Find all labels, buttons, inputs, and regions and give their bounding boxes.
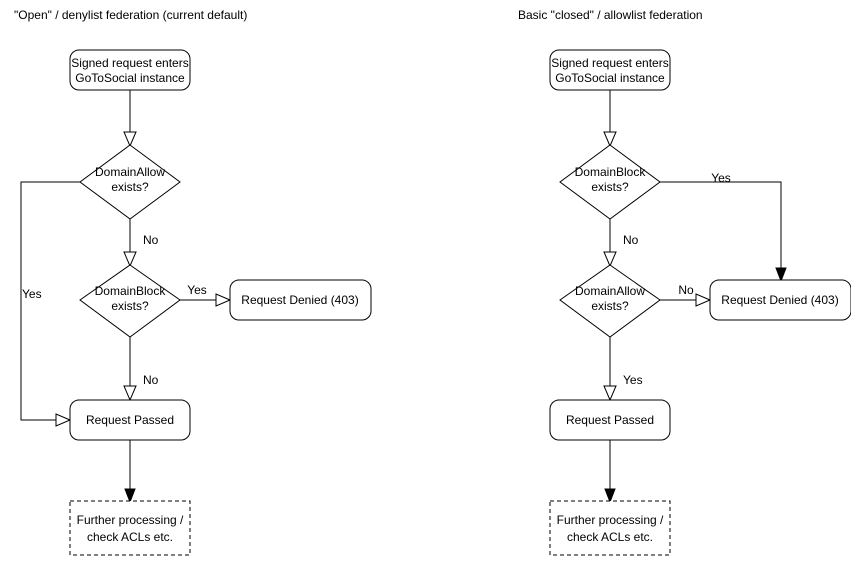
arrowhead-open	[215, 293, 232, 307]
node-domain-allow-closed: DomainAllow exists?	[559, 264, 661, 338]
edge-label-no: No	[143, 233, 159, 247]
edge-domain-block-no-to-domain-allow: No	[603, 219, 639, 268]
arrowhead-open	[55, 413, 72, 427]
passed-box-label: Request Passed	[566, 413, 654, 427]
further-box-label-line1: Further processing /	[557, 513, 664, 527]
entry-box-label-line1: Signed request enters	[551, 56, 668, 70]
domain-block-label-line1: DomainBlock	[575, 165, 647, 179]
node-denied-closed: Request Denied (403)	[709, 279, 851, 321]
node-domain-block-closed: DomainBlock exists?	[559, 144, 661, 220]
arrowhead-open	[123, 131, 137, 148]
domain-allow-label-line1: DomainAllow	[95, 165, 165, 179]
node-entry-open: Signed request enters GoToSocial instanc…	[69, 49, 191, 91]
denied-box-shape	[229, 279, 372, 321]
arrowhead-open	[123, 251, 137, 268]
node-further-open: Further processing / check ACLs etc.	[69, 500, 191, 556]
arrowhead-open	[695, 293, 712, 307]
domain-allow-label-line1: DomainAllow	[575, 284, 645, 298]
node-passed-open: Request Passed	[69, 399, 191, 441]
further-box-label-line1: Further processing /	[77, 513, 184, 527]
panel-closed-federation: Basic "closed" / allowlist federation Si…	[518, 8, 851, 556]
arrowhead-filled	[124, 488, 136, 504]
edge-entry-to-domain-allow	[123, 90, 137, 148]
edge-label-yes: Yes	[623, 373, 643, 387]
edge-domain-allow-yes-to-passed: Yes	[603, 337, 643, 402]
edge-domain-allow-yes-to-passed: Yes	[20, 181, 80, 427]
edge-line	[20, 181, 80, 421]
node-denied-open: Request Denied (403)	[229, 279, 372, 321]
node-passed-closed: Request Passed	[549, 399, 671, 441]
edge-label-no: No	[678, 283, 694, 297]
further-box-shape	[69, 500, 191, 556]
edge-domain-allow-no-to-domain-block: No	[123, 219, 159, 268]
panel-open-federation: "Open" / denylist federation (current de…	[14, 8, 372, 556]
arrowhead-filled	[604, 488, 616, 504]
entry-box-label-line2: GoToSocial instance	[75, 71, 185, 85]
edge-label-yes: Yes	[187, 283, 207, 297]
arrowhead-open	[603, 385, 617, 402]
passed-box-label: Request Passed	[86, 413, 174, 427]
edge-domain-block-yes-to-denied: Yes	[660, 171, 787, 283]
edge-domain-block-no-to-passed: No	[123, 337, 159, 402]
arrowhead-open	[603, 131, 617, 148]
edge-domain-block-yes-to-denied: Yes	[180, 283, 232, 307]
arrowhead-open	[603, 251, 617, 268]
edge-label-no: No	[143, 373, 159, 387]
node-domain-block-open: DomainBlock exists?	[79, 264, 181, 338]
edge-label-no: No	[623, 233, 639, 247]
domain-block-label-line2: exists?	[591, 180, 629, 194]
edge-entry-to-domain-block	[603, 90, 617, 148]
edge-passed-to-further	[604, 440, 616, 504]
domain-block-label-line2: exists?	[111, 299, 149, 313]
denied-box-label: Request Denied (403)	[241, 293, 358, 307]
panel-title-open-federation: "Open" / denylist federation (current de…	[14, 8, 247, 22]
entry-box-label-line1: Signed request enters	[71, 56, 188, 70]
edge-passed-to-further	[124, 440, 136, 504]
node-domain-allow-open: DomainAllow exists?	[79, 144, 181, 220]
domain-allow-label-line2: exists?	[111, 180, 149, 194]
entry-box-label-line2: GoToSocial instance	[555, 71, 665, 85]
denied-box-label: Request Denied (403)	[721, 293, 838, 307]
further-box-shape	[549, 500, 671, 556]
arrowhead-open	[123, 385, 137, 402]
further-box-label-line2: check ACLs etc.	[567, 530, 653, 544]
arrowhead-filled	[775, 267, 787, 283]
edge-label-yes: Yes	[711, 171, 731, 185]
domain-block-label-line1: DomainBlock	[95, 284, 167, 298]
domain-allow-label-line2: exists?	[591, 299, 629, 313]
edge-domain-allow-no-to-denied: No	[660, 283, 712, 307]
panel-title-closed-federation: Basic "closed" / allowlist federation	[518, 8, 703, 22]
edge-line	[660, 181, 782, 272]
node-further-closed: Further processing / check ACLs etc.	[549, 500, 671, 556]
node-entry-closed: Signed request enters GoToSocial instanc…	[549, 49, 671, 91]
further-box-label-line2: check ACLs etc.	[87, 530, 173, 544]
edge-label-yes: Yes	[22, 287, 42, 301]
denied-box-shape	[709, 279, 851, 321]
